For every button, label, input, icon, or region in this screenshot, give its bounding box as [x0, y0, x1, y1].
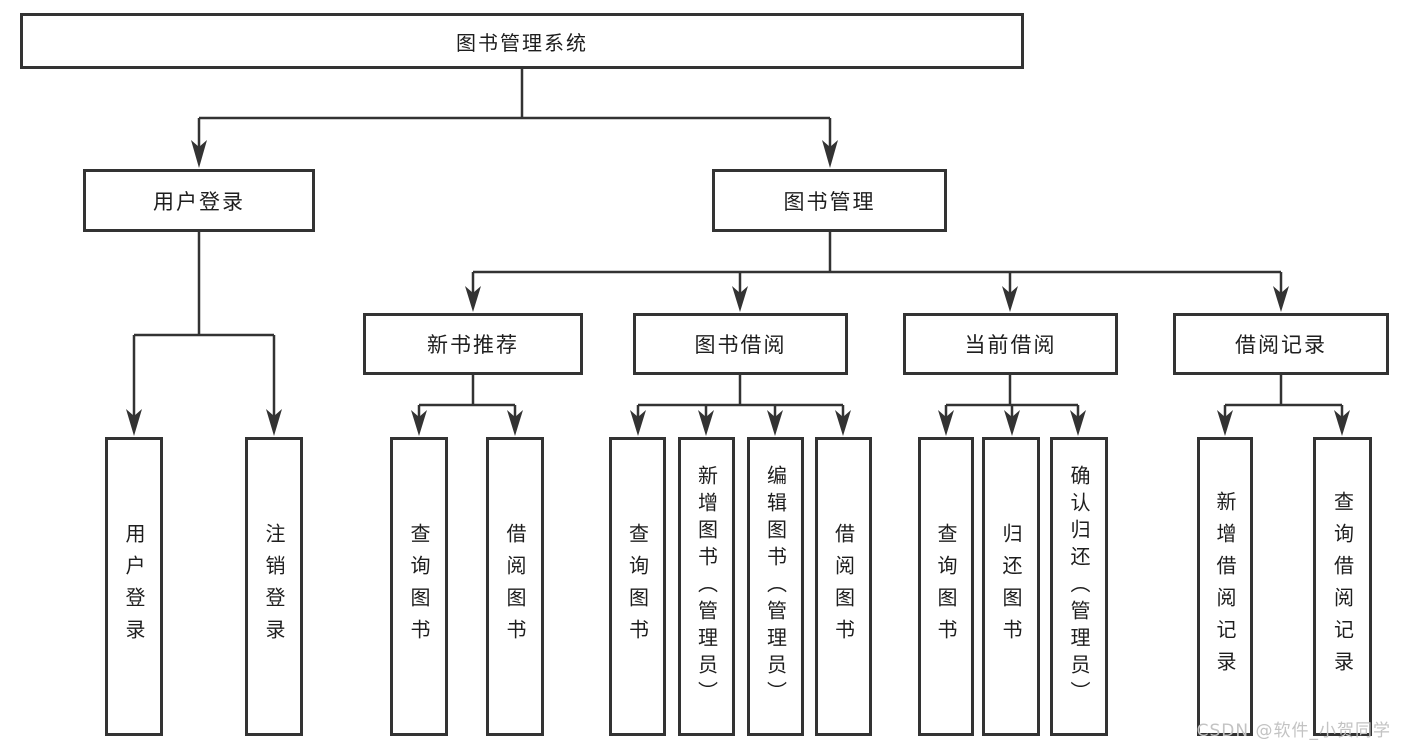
node-add-book-admin: 新增图书（管理员） — [678, 437, 735, 736]
node-add-borrow-record: 新增借阅记录 — [1197, 437, 1253, 736]
node-return-books: 归还图书 — [982, 437, 1040, 736]
node-label: 借阅记录 — [1235, 333, 1327, 357]
node-label: 图书管理 — [783, 189, 876, 214]
node-borrowing-records: 借阅记录 — [1173, 313, 1389, 375]
node-query-borrow-record: 查询借阅记录 — [1313, 437, 1372, 736]
node-user-login-leaf: 用户登录 — [105, 437, 163, 736]
node-book-borrowing: 图书借阅 — [633, 313, 848, 375]
node-library-management-system: 图书管理系统 — [20, 13, 1024, 69]
csdn-watermark: CSDN @软件_小贺同学 — [1196, 721, 1391, 741]
node-label: 用户登录 — [153, 189, 245, 214]
node-label: 新书推荐 — [427, 333, 519, 357]
node-label: 当前借阅 — [964, 333, 1057, 357]
node-confirm-return-admin: 确认归还（管理员） — [1050, 437, 1108, 736]
node-label: 图书借阅 — [694, 333, 787, 357]
node-book-management: 图书管理 — [712, 169, 947, 232]
node-query-books-borrow: 查询图书 — [609, 437, 666, 736]
node-user-login: 用户登录 — [83, 169, 315, 232]
node-current-borrowing: 当前借阅 — [903, 313, 1118, 375]
node-label: 图书管理系统 — [456, 30, 588, 55]
node-borrow-books-borrow: 借阅图书 — [815, 437, 872, 736]
node-query-books-current: 查询图书 — [918, 437, 974, 736]
node-edit-book-admin: 编辑图书（管理员） — [747, 437, 804, 736]
node-borrow-books-newrec: 借阅图书 — [486, 437, 544, 736]
node-query-books-newrec: 查询图书 — [390, 437, 448, 736]
node-new-book-recommend: 新书推荐 — [363, 313, 583, 375]
node-logout: 注销登录 — [245, 437, 303, 736]
